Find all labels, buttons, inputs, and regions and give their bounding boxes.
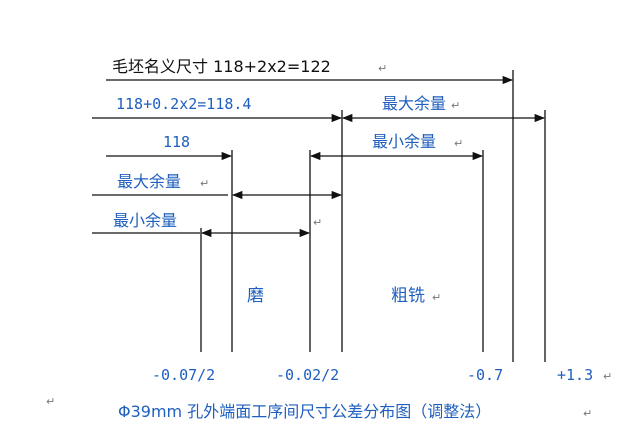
tolerance-label-4: +1.3 xyxy=(557,366,593,384)
grinding-label: 磨 xyxy=(247,286,264,306)
caption: Φ39mm 孔外端面工序间尺寸公差分布图（调整法） xyxy=(118,402,491,421)
return-mark: ↵ xyxy=(46,395,55,408)
return-mark: ↵ xyxy=(432,291,441,304)
return-mark: ↵ xyxy=(603,370,612,383)
tolerance-label-3: -0.7 xyxy=(467,366,503,384)
min-allowance-left-label: 最小余量 xyxy=(113,211,177,230)
final-size-label: 118 xyxy=(163,133,190,151)
return-mark: ↵ xyxy=(313,216,322,229)
return-mark: ↵ xyxy=(451,99,460,112)
tolerance-label-2: -0.02/2 xyxy=(276,366,339,384)
max-allowance-top-label: 最大余量 xyxy=(382,94,446,113)
min-allowance-top-label: 最小余量 xyxy=(372,132,436,151)
blank-size-label: 毛坯名义尺寸 118+2x2=122 xyxy=(112,57,331,76)
tolerance-label-1: -0.07/2 xyxy=(152,366,215,384)
return-mark: ↵ xyxy=(454,137,463,150)
max-allowance-left-label: 最大余量 xyxy=(117,172,181,191)
return-mark: ↵ xyxy=(583,407,592,420)
return-mark: ↵ xyxy=(200,177,209,190)
reference-lines xyxy=(200,70,546,362)
return-mark: ↵ xyxy=(378,62,387,75)
dimension-lines xyxy=(92,75,546,238)
rough-milling-label: 粗铣 xyxy=(391,286,425,306)
rough-size-label: 118+0.2x2=118.4 xyxy=(116,95,251,113)
